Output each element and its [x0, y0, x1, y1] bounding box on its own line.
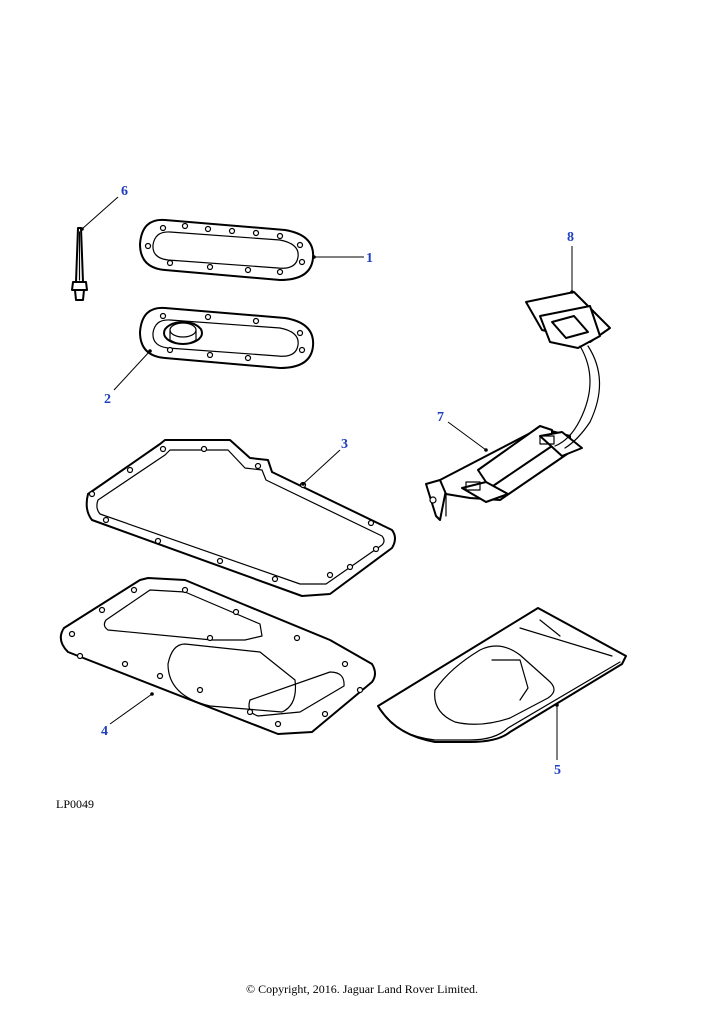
figure-reference: LP0049: [56, 797, 95, 811]
part-4-baffle-plate: [59, 577, 376, 735]
leader-lines: [80, 196, 574, 760]
part-7-bracket: [425, 425, 583, 521]
part-6-rivet: [71, 227, 88, 301]
part-2-cover-plate: [139, 306, 315, 369]
part-8-clip: [525, 291, 611, 449]
callout-3: 3: [341, 437, 348, 452]
callout-4: 4: [101, 724, 108, 739]
callout-5: 5: [554, 763, 561, 778]
callout-2: 2: [104, 392, 111, 407]
callout-1: 1: [366, 251, 373, 266]
part-1-oval-gasket: [139, 218, 315, 281]
part-3-pan-gasket: [85, 439, 396, 597]
callout-7: 7: [437, 410, 444, 425]
callout-6: 6: [121, 184, 128, 199]
part-5-tray: [377, 607, 627, 743]
copyright-notice: © Copyright, 2016. Jaguar Land Rover Lim…: [245, 982, 479, 996]
callout-8: 8: [567, 230, 574, 245]
